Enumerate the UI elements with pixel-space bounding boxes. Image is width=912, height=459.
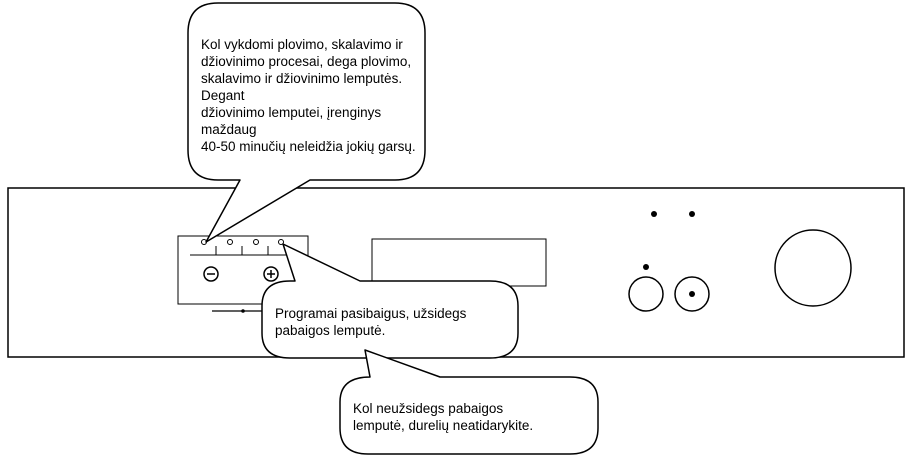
callout-bottom-text: Kol neužsidegs pabaigos lemputė, durelių…: [353, 401, 534, 433]
callout-top-bubble: [187, 2, 426, 243]
power-knob-icon[interactable]: [774, 229, 852, 307]
callout-middle-text: Programai pasibaigus, užsidegs pabaigos …: [275, 306, 467, 338]
program-button[interactable]: [628, 276, 664, 312]
indicator-lamp-rinse: [227, 239, 233, 245]
indicator-lamp-end: [278, 239, 284, 245]
status-dot-right: [689, 211, 695, 217]
display-window: [371, 238, 547, 287]
callout-top-text: Kol vykdomi plovimo, skalavimo ir džiovi…: [201, 37, 416, 154]
status-dot-left: [651, 211, 657, 217]
start-button-center: [689, 291, 695, 297]
minus-button[interactable]: [203, 266, 219, 282]
callout-middle-bubble: [261, 243, 519, 359]
start-button[interactable]: [674, 276, 710, 312]
callout-bottom-bubble: [339, 349, 599, 455]
button-indicator-dot: [643, 264, 649, 270]
plus-button[interactable]: [263, 266, 279, 282]
indicator-lamp-dry: [253, 239, 259, 245]
